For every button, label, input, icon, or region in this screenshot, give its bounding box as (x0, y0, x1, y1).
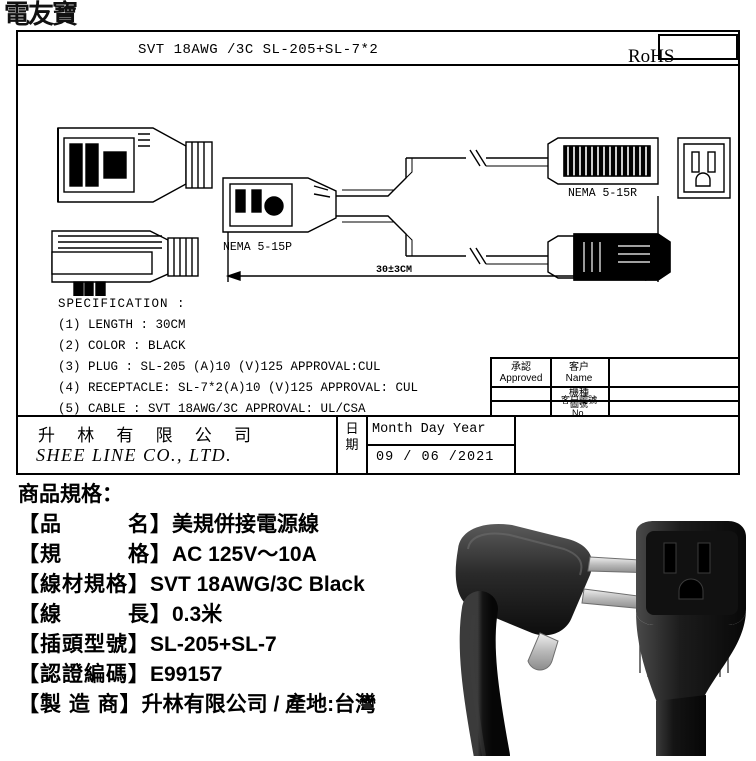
rohs-label: RoHS (628, 46, 675, 67)
product-value-3: 0.3米 (172, 603, 223, 626)
product-key-1: 【規 格】 (18, 543, 172, 566)
date-label: 日期 (345, 421, 359, 452)
dimension-label: 30±3CM (376, 265, 412, 276)
approve-label-en: Approved (499, 372, 543, 384)
spec-line-5: (5) CABLE : SVT 18AWG/3C APPROVAL: UL/CS… (58, 402, 366, 416)
product-row-2: 【線材規格】SVT 18AWG/3C Black (18, 570, 578, 600)
product-value-4: SL-205+SL-7 (150, 633, 277, 656)
product-row-3: 【線 長】0.3米 (18, 600, 578, 630)
product-row-6: 【製 造 商】升林有限公司 / 產地:台灣 (18, 690, 578, 720)
cust-dwg-label: 客户圖號 (560, 394, 597, 405)
header-divider (18, 64, 738, 66)
top-left-receptacle-drawing (57, 127, 213, 203)
cable-path (336, 157, 466, 257)
product-row-0: 【品 名】美規併接電源線 (18, 510, 578, 540)
title-block: 升 林 有 限 公 司 SHEE LINE CO., LTD. 日期 Month… (18, 415, 738, 473)
product-value-2: SVT 18AWG/3C Black (150, 573, 365, 596)
product-key-2: 【線材規格】 (18, 573, 150, 596)
bottom-left-plug-drawing (51, 230, 199, 309)
drawing-header-text: SVT 18AWG /3C SL-205+SL-7*2 (138, 42, 379, 58)
product-value-5: E99157 (150, 663, 223, 686)
spec-line-1: (1) LENGTH : 30CM (58, 318, 186, 332)
product-row-1: 【規 格】AC 125V～10A (18, 540, 578, 570)
outlet-face-detail (677, 137, 731, 199)
dimension-line (225, 196, 661, 282)
receptacle-body (636, 521, 746, 756)
approve-label-cn: 承認 (511, 361, 531, 373)
customer-label-en: Name (565, 372, 593, 384)
dwg-label-cn: 圖號 (569, 398, 588, 409)
product-key-0: 【品 名】 (18, 513, 172, 536)
spec-line-3: (3) PLUG : SL-205 (A)10 (V)125 APPROVAL:… (58, 360, 381, 374)
date-block: 日期 Month Day Year 09 / 06 /2021 (336, 417, 516, 473)
product-title: 商品規格： (18, 483, 123, 506)
specification-title: SPECIFICATION : (58, 297, 186, 311)
approval-table: 承認 Approved 客户 Name 機種 圖號 No. (490, 357, 740, 418)
company-name-cn: 升 林 有 限 公 司 (38, 428, 258, 447)
receptacle-label: NEMA 5-15R (568, 187, 637, 200)
customer-label-cn: 客户 (569, 361, 589, 373)
model-label: 機種 (569, 387, 589, 399)
product-key-5: 【認證編碼】 (18, 663, 150, 686)
date-value: 09 / 06 /2021 (376, 450, 495, 465)
top-right-receptacle-drawing (547, 137, 659, 185)
product-value-0: 美規併接電源線 (172, 513, 319, 536)
date-header: Month Day Year (372, 422, 486, 437)
center-connector-drawing (222, 177, 337, 233)
spec-line-4: (4) RECEPTACLE: SL-7*2(A)10 (V)125 APPRO… (58, 381, 419, 395)
drawing-canvas: 30±3CM NEMA 5-15R NEMA 5-15P (18, 66, 738, 309)
product-key-4: 【插頭型號】 (18, 633, 150, 656)
product-key-6: 【製 造 商】 (18, 693, 142, 716)
product-value-1: AC 125V～10A (172, 543, 317, 566)
product-row-4: 【插頭型號】SL-205+SL-7 (18, 630, 578, 660)
plug-cord (459, 591, 510, 761)
plug-label: NEMA 5-15P (223, 241, 292, 254)
spec-line-2: (2) COLOR : BLACK (58, 339, 186, 353)
company-name-en: SHEE LINE CO., LTD. (36, 445, 233, 465)
specification-block: SPECIFICATION : (1) LENGTH : 30CM (2) CO… (58, 294, 418, 420)
watermark-logo: 電友寶 (4, 0, 78, 29)
product-value-6: 升林有限公司 / 產地:台灣 (141, 693, 377, 716)
product-row-5: 【認證編碼】E99157 (18, 660, 578, 690)
product-description: 商品規格： 【品 名】美規併接電源線 【規 格】AC 125V～10A 【線材規… (18, 480, 578, 720)
product-key-3: 【線 長】 (18, 603, 172, 626)
cable-break-marks (469, 149, 548, 265)
bottom-right-receptacle-drawing (547, 233, 671, 281)
product-photo-plug (440, 505, 756, 761)
dwg-label-en: No. (571, 407, 586, 418)
technical-drawing-sheet: SVT 18AWG /3C SL-205+SL-7*2 RoHS (16, 30, 740, 475)
header-empty-box (658, 34, 738, 60)
